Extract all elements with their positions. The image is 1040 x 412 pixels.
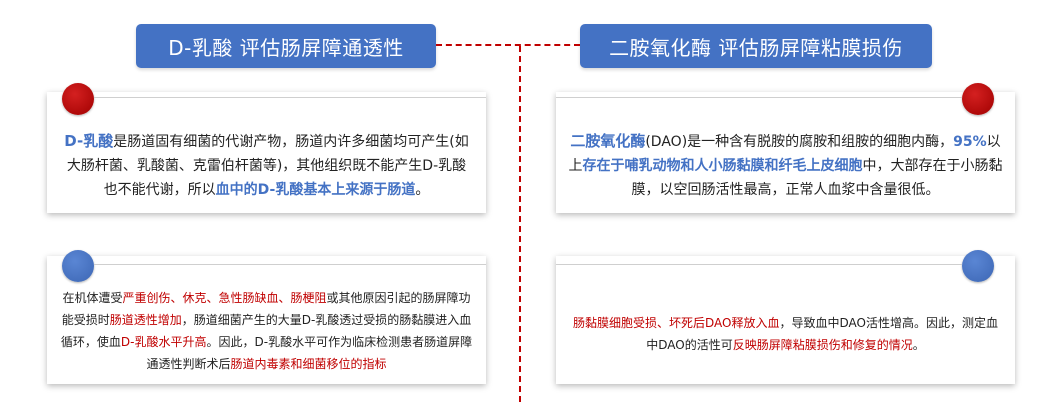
d-lactate-term: D-乳酸 (64, 132, 114, 150)
d-lactate-clinical-text: 在机体遭受严重创伤、休克、急性肠缺血、肠梗阻或其他原因引起的肠屏障功能受损时肠道… (47, 287, 486, 375)
dao-desc-2: 以上 (568, 134, 1001, 174)
clinical-key-level-rise: D-乳酸水平升高 (120, 335, 207, 349)
right-section-header: 二胺氧化酶 评估肠屏障粘膜损伤 (580, 24, 932, 68)
clinical-key-causes: 严重创伤、休克、急性肠缺血、肠梗阻 (122, 291, 327, 305)
dao-key-release: 肠黏膜细胞受损、坏死后DAO释放入血 (573, 316, 780, 330)
center-divider-line (519, 46, 521, 402)
dao-clinical-text-2: 。 (912, 338, 925, 352)
dao-term: 二胺氧化酶 (570, 132, 646, 150)
d-lactate-desc-end: 。 (415, 182, 430, 198)
d-lactate-key-source: 血中的D-乳酸基本上来源于肠道 (215, 182, 416, 198)
red-bullet-icon (962, 83, 994, 115)
dao-definition-card: 二胺氧化酶(DAO)是一种含有脱胺的腐胺和组胺的细胞内酶，95%以上存在于哺乳动… (556, 92, 1015, 213)
d-lactate-desc: 是肠道固有细菌的代谢产物，肠道内许多细菌均可产生(如大肠杆菌、乳酸菌、克雷伯杆菌… (66, 134, 469, 198)
d-lactate-definition-card: D-乳酸是肠道固有细菌的代谢产物，肠道内许多细菌均可产生(如大肠杆菌、乳酸菌、克… (47, 92, 486, 213)
dao-percentage: 95% (953, 134, 987, 150)
card-underline (94, 264, 486, 265)
card-underline (556, 264, 962, 265)
clinical-text-1: 在机体遭受 (62, 291, 123, 305)
dao-key-reflect: 反映肠屏障粘膜损伤和修复的情况 (732, 338, 913, 352)
dao-desc-3: 中，大部存在于小肠黏膜，以空回肠活性最高，正常人血浆中含量很低。 (631, 158, 1003, 198)
dao-clinical-card: 肠黏膜细胞受损、坏死后DAO释放入血，导致血中DAO活性增高。因此，测定血中DA… (556, 256, 1015, 384)
clinical-text-2: 或其他原因引起的肠屏障功能受损时 (61, 291, 471, 327)
d-lactate-definition-text: D-乳酸是肠道固有细菌的代谢产物，肠道内许多细菌均可产生(如大肠杆菌、乳酸菌、克… (47, 129, 486, 202)
dao-clinical-text-1: ，导致血中DAO活性增高。因此，测定血中DAO的活性可 (646, 316, 998, 352)
left-section-header: D-乳酸 评估肠屏障通透性 (136, 24, 436, 68)
clinical-text-4: 。因此，D-乳酸水平可作为临床检测患者肠道屏障通透性判断术后 (146, 335, 473, 371)
card-underline (94, 97, 486, 98)
clinical-key-permeability: 肠道透性增加 (109, 313, 182, 327)
dao-key-location: 存在于哺乳动物和人小肠黏膜和纤毛上皮细胞 (582, 158, 863, 174)
blue-bullet-icon (62, 250, 94, 282)
d-lactate-clinical-card: 在机体遭受严重创伤、休克、急性肠缺血、肠梗阻或其他原因引起的肠屏障功能受损时肠道… (47, 256, 486, 384)
dao-definition-text: 二胺氧化酶(DAO)是一种含有脱胺的腐胺和组胺的细胞内酶，95%以上存在于哺乳动… (556, 129, 1015, 202)
dao-desc-1: (DAO)是一种含有脱胺的腐胺和组胺的细胞内酶， (645, 134, 954, 150)
dao-clinical-text: 肠黏膜细胞受损、坏死后DAO释放入血，导致血中DAO活性增高。因此，测定血中DA… (556, 312, 1015, 356)
blue-bullet-icon (962, 250, 994, 282)
card-underline (556, 97, 962, 98)
clinical-key-indicator: 肠道内毒素和细菌移位的指标 (230, 357, 387, 371)
red-bullet-icon (62, 83, 94, 115)
header-connector-line (436, 44, 580, 46)
clinical-text-3: ，肠道细菌产生的大量D-乳酸透过受损的肠黏膜进入血循环，使血 (60, 313, 472, 349)
